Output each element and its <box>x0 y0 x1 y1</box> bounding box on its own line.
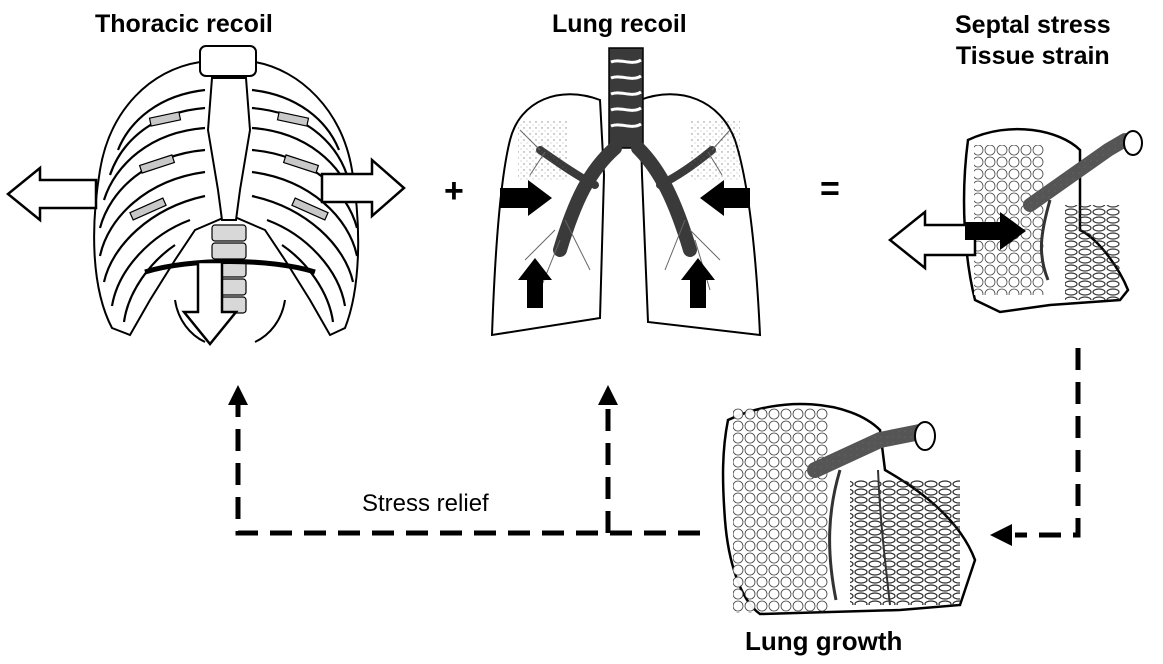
stress-relief-label: Stress relief <box>362 490 489 518</box>
equals-operator: = <box>820 170 840 209</box>
septal-stress-acinus-illustration <box>964 129 1142 312</box>
rib-cage-illustration <box>94 46 358 342</box>
tissue-strain-label: Tissue strain <box>955 41 1111 72</box>
outward-arrow-acinus-icon <box>890 212 975 268</box>
outward-arrow-left-icon <box>8 168 96 220</box>
dashed-arrowhead-ribcage-icon <box>228 385 248 405</box>
lung-recoil-label: Lung recoil <box>552 10 687 39</box>
dashed-arrowhead-growth-icon <box>990 524 1012 546</box>
plus-operator: + <box>444 172 464 211</box>
dashed-arrowhead-lung-icon <box>598 385 618 405</box>
thoracic-recoil-label: Thoracic recoil <box>95 10 273 39</box>
septal-stress-label-group: Septal stress Tissue strain <box>955 10 1111 72</box>
lung-growth-label: Lung growth <box>745 626 902 657</box>
dashed-path-growth <box>1015 348 1078 535</box>
lung-growth-acinus-illustration <box>723 404 975 614</box>
septal-stress-label: Septal stress <box>955 10 1111 41</box>
